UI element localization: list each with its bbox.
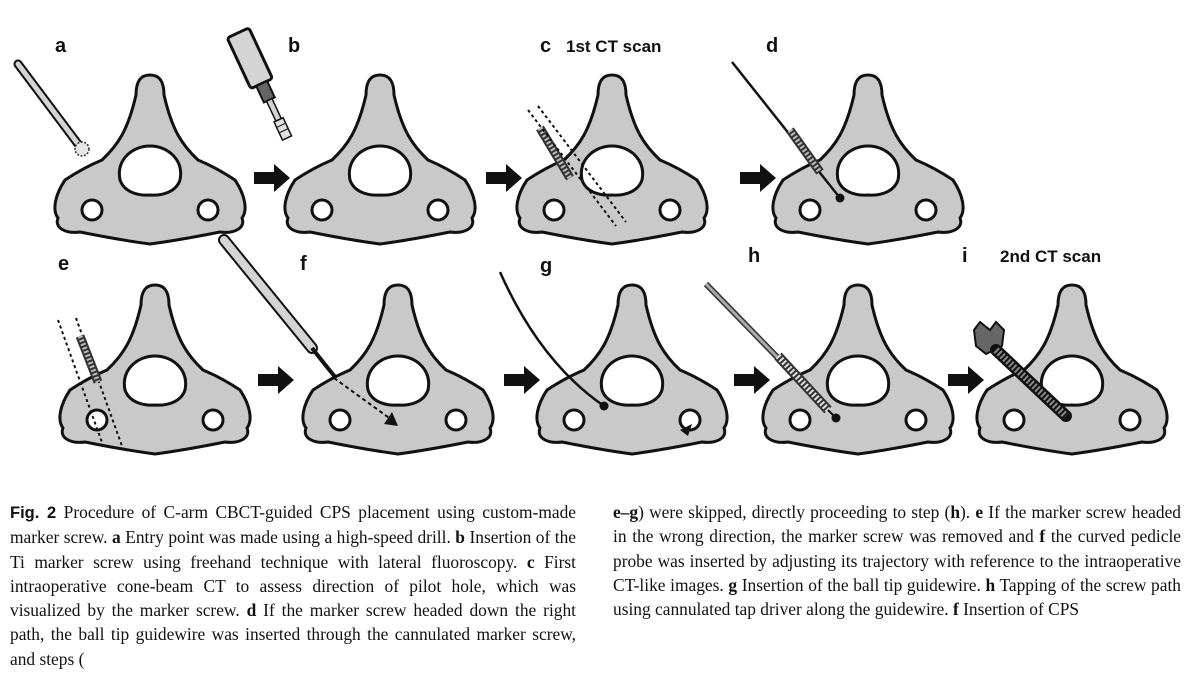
panel-i-label: i	[962, 245, 968, 267]
panel-g-label: g	[540, 255, 552, 277]
panel-i-title: 2nd CT scan	[1000, 247, 1101, 266]
pedicle-screw-icon	[972, 320, 1072, 422]
procedure-figure: a b c 1st CT scan d e f g h i 2nd CT sca…	[13, 27, 1169, 456]
marker-screw-icon	[536, 125, 574, 181]
right-arrow-icon	[254, 164, 290, 192]
trajectory-line	[333, 377, 393, 421]
trajectory-line	[75, 317, 123, 447]
caption-text: the curved pedicle probe was inserted by…	[613, 526, 1181, 595]
trajectory-line	[527, 109, 617, 227]
caption-step-letter: d	[246, 600, 257, 621]
caption-text: Entry point was made using a high-speed …	[120, 527, 456, 548]
vertebra-a	[53, 73, 247, 246]
caption-step-letter: h	[950, 502, 960, 522]
tap-driver-icon	[703, 281, 832, 414]
panel-d	[731, 61, 965, 246]
panel-c-title: 1st CT scan	[566, 37, 661, 56]
caption-text: Insertion of the ball tip guidewire.	[737, 574, 986, 595]
panel-c-label: c	[540, 35, 551, 57]
trajectory-line	[57, 319, 105, 449]
vertebra-b	[283, 73, 477, 246]
pedicle-probe-icon	[218, 234, 338, 380]
trajectory-line	[537, 105, 627, 223]
vertebra-c	[515, 73, 709, 246]
caption-step-letter: f	[952, 599, 959, 620]
vertebra-g	[535, 283, 729, 456]
panel-d-label: d	[766, 35, 778, 57]
caption-text: Insertion of the Ti marker screw using f…	[10, 527, 577, 572]
panel-a	[13, 59, 247, 246]
figure-label: Fig. 2	[10, 504, 57, 522]
panel-h-label: h	[748, 245, 760, 267]
caption-text: Tapping of the screw path using cannulat…	[613, 574, 1182, 620]
right-arrow-icon	[504, 366, 540, 394]
marker-screw-icon	[75, 334, 103, 384]
caption-step-letter: f	[1039, 526, 1046, 547]
right-arrow-icon	[486, 164, 522, 192]
trajectory-arrowhead-icon	[680, 424, 692, 436]
caption-text: First intraoperative cone-beam CT to ass…	[10, 551, 576, 621]
caption-step-letter: h	[985, 574, 996, 595]
caption-text: ) were skipped, directly proceeding to s…	[638, 502, 951, 522]
panel-i	[972, 283, 1169, 456]
caption-text: If the marker screw headed in the wrong …	[613, 502, 1181, 547]
panel-f-label: f	[300, 253, 307, 275]
panel-b-label: b	[288, 35, 300, 57]
ball-tip-guidewire	[498, 271, 605, 408]
panel-c	[515, 73, 709, 246]
caption-step-letter: e–g	[613, 502, 639, 522]
caption-left-column: Fig. 2 Procedure of C-arm CBCT-guided CP…	[10, 500, 576, 671]
panel-h	[703, 281, 955, 456]
caption-step-letter: g	[728, 574, 738, 595]
caption-step-letter: a	[112, 527, 121, 548]
right-arrow-icon	[734, 366, 770, 394]
panel-e-label: e	[58, 253, 69, 275]
right-arrow-icon	[740, 164, 776, 192]
panel-f	[218, 234, 495, 456]
caption-step-letter: b	[455, 527, 465, 548]
vertebra-d	[771, 73, 965, 246]
ball-tip	[599, 401, 609, 411]
caption-text: If the marker screw headed down the righ…	[10, 600, 576, 669]
ball-tip	[831, 413, 841, 423]
ball-tip-guidewire	[731, 61, 841, 199]
screwdriver-icon	[226, 27, 293, 142]
panel-g	[498, 271, 729, 456]
marker-screw-icon	[786, 127, 824, 175]
panel-e	[57, 283, 252, 456]
right-arrow-icon	[258, 366, 294, 394]
panel-b	[226, 27, 477, 246]
caption-text: Insertion of CPS	[958, 599, 1080, 620]
trajectory-arrowhead-icon	[384, 412, 398, 426]
right-arrow-icon	[948, 366, 984, 394]
ball-tip	[835, 193, 845, 203]
caption-right-column: e–g) were skipped, directly proceeding t…	[613, 500, 1181, 621]
caption-text: ).	[959, 502, 976, 522]
caption-step-letter: c	[526, 551, 535, 572]
panel-a-label: a	[55, 35, 67, 57]
caption-step-letter: e	[975, 502, 984, 522]
caption-text: Procedure of C-arm CBCT-guided CPS place…	[10, 502, 576, 548]
vertebra-i	[975, 283, 1169, 456]
high-speed-drill-icon	[13, 59, 90, 157]
